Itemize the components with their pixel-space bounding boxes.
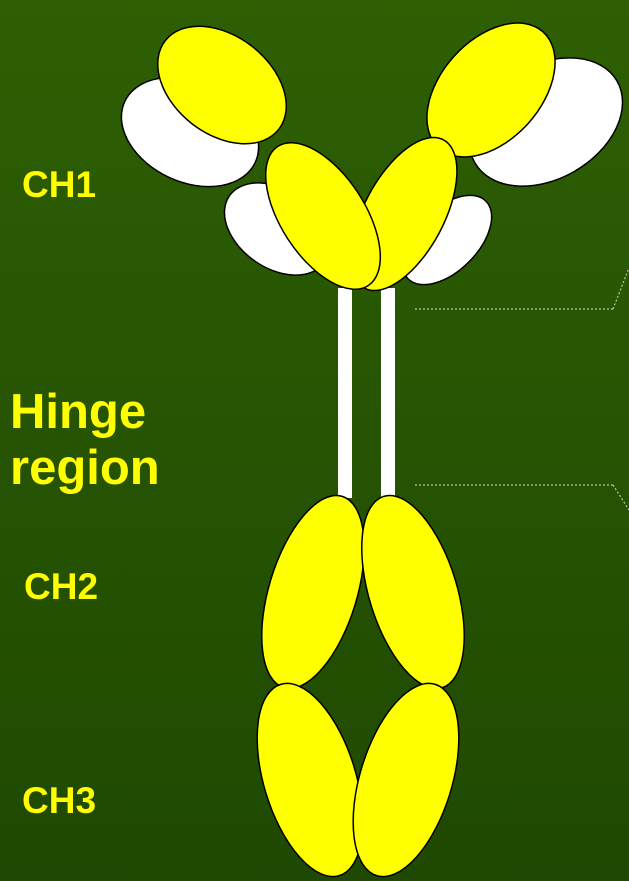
hinge-bottom-guide-tick [613,485,629,510]
hinge-strand-right [381,288,395,498]
hinge-top-guide-tick [613,268,629,309]
heavy-chain-left-ch2 [242,484,385,701]
heavy-chain-right-ch2 [342,484,485,701]
hinge-strand-left [338,288,352,498]
hinge-guide-lines [415,268,629,510]
